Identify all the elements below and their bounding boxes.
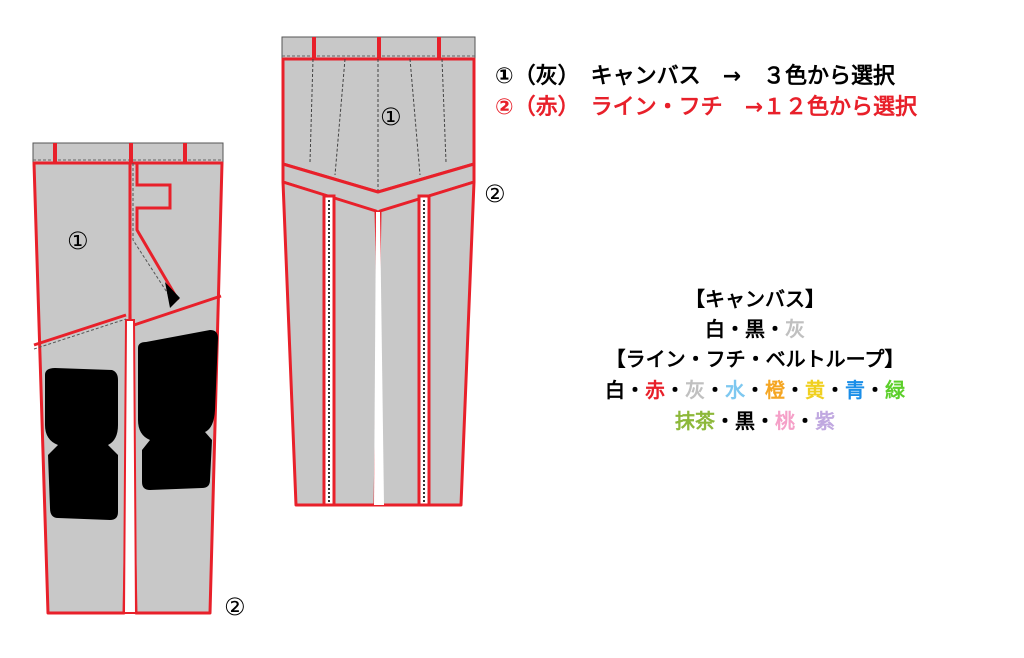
line-heading: 【ライン・フチ・ベルトループ】	[605, 347, 905, 371]
back-belt-loop	[377, 37, 381, 59]
color-separator: ・	[705, 378, 725, 402]
line-color-4: 橙	[765, 378, 785, 402]
line-color-7: 緑	[885, 378, 905, 402]
line2-color-3: 紫	[815, 409, 835, 433]
color-separator: ・	[795, 409, 815, 433]
color-separator: ・	[745, 378, 765, 402]
line2-color-0: 抹茶	[675, 409, 715, 433]
front-belt-loop	[53, 143, 57, 163]
back-stripe-left	[322, 194, 336, 507]
front-belt-loop	[129, 143, 133, 163]
front-canvas-callout: ①	[67, 227, 89, 255]
color-separator: ・	[765, 317, 785, 341]
canvas-color-2: 灰	[785, 317, 805, 341]
front-knee-pad-right	[138, 330, 218, 490]
color-separator: ・	[725, 317, 745, 341]
canvas-color-list: 白・黒・灰	[560, 313, 950, 342]
front-pocket-trim	[135, 163, 180, 301]
back-trim-callout: ②	[484, 180, 506, 208]
line-color-list-2: 抹茶・黒・桃・紫	[560, 405, 950, 434]
color-separator: ・	[755, 409, 775, 433]
canvas-color-0: 白	[705, 317, 725, 341]
line-color-2: 灰	[685, 378, 705, 402]
line-color-0: 白	[605, 378, 625, 402]
line-color-6: 青	[845, 378, 865, 402]
back-belt-loop	[312, 37, 316, 59]
line-color-3: 水	[725, 378, 745, 402]
line-color-list-1: 白・赤・灰・水・橙・黄・青・緑	[560, 374, 950, 403]
color-separator: ・	[825, 378, 845, 402]
front-trim-callout: ②	[224, 593, 246, 621]
legend-canvas: ①（灰） キャンバス → ３色から選択	[495, 64, 896, 89]
line2-color-2: 桃	[775, 409, 795, 433]
line2-color-1: 黒	[735, 409, 755, 433]
color-separator: ・	[665, 378, 685, 402]
front-belt-loop	[183, 143, 187, 163]
front-fly-shadow	[165, 282, 180, 308]
canvas-heading: 【キャンバス】	[685, 287, 825, 311]
front-knee-trim	[133, 294, 222, 327]
color-separator: ・	[785, 378, 805, 402]
front-knee-trim	[33, 313, 127, 347]
back-belt-loop	[437, 37, 441, 59]
color-separator: ・	[715, 409, 735, 433]
color-separator: ・	[625, 378, 645, 402]
back-canvas-callout: ①	[380, 103, 402, 131]
line-color-1: 赤	[645, 378, 665, 402]
front-pants	[32, 142, 224, 615]
color-separator: ・	[865, 378, 885, 402]
canvas-color-1: 黒	[745, 317, 765, 341]
line-color-5: 黄	[805, 378, 825, 402]
back-stripe-right	[417, 194, 431, 507]
back-pants	[281, 36, 476, 507]
legend-trim: ②（赤） ライン・フチ →１２色から選択	[495, 95, 918, 120]
front-knee-pad-left	[45, 368, 118, 520]
